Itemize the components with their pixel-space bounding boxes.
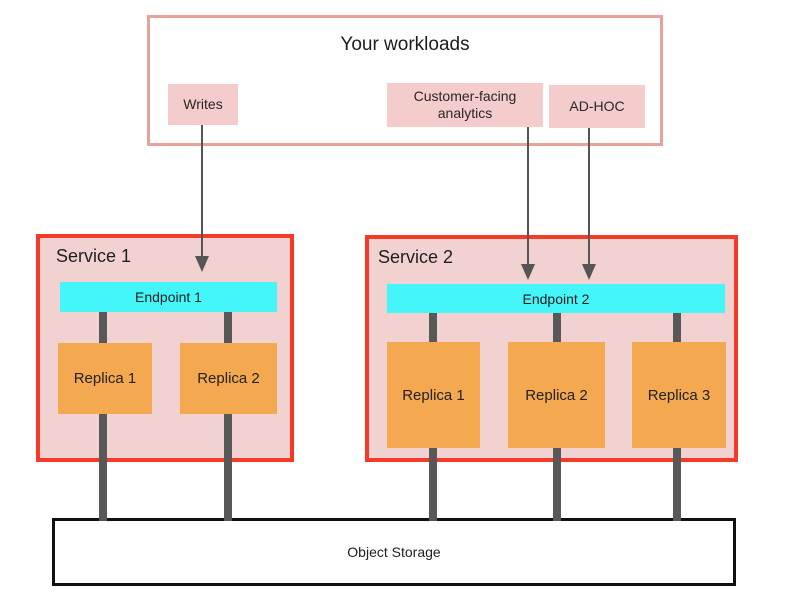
arrow-analytics-line: [527, 127, 529, 264]
connector: [429, 448, 437, 521]
workload-ad-hoc: AD-HOC: [549, 85, 645, 128]
connector: [99, 414, 107, 521]
arrow-adhoc-line: [588, 128, 590, 264]
endpoint-2-label: Endpoint 2: [522, 290, 590, 307]
endpoint-2-bar: Endpoint 2: [387, 284, 725, 313]
workload-writes-label: Writes: [183, 96, 223, 112]
service-2-replica-2: Replica 2: [508, 342, 605, 448]
down-arrow-icon: [582, 264, 596, 280]
service-2-label: Service 2: [378, 247, 454, 267]
replica-label: Replica 2: [197, 370, 260, 387]
connector: [553, 313, 561, 342]
service-2-replica-1: Replica 1: [387, 342, 480, 448]
endpoint-1-bar: Endpoint 1: [60, 282, 277, 312]
service-2-replica-3: Replica 3: [632, 342, 726, 448]
replica-label: Replica 2: [525, 386, 588, 404]
connector: [553, 448, 561, 521]
replica-label: Replica 1: [73, 370, 137, 387]
workload-writes: Writes: [168, 84, 238, 125]
workload-customer-facing-analytics-label: Customer-facing analytics: [413, 88, 517, 121]
workload-ad-hoc-label: AD-HOC: [569, 98, 625, 114]
workloads-title: Your workloads: [340, 34, 470, 55]
arrow-writes-line: [201, 125, 203, 256]
service-2-box: Service 2 Endpoint 2 Replica 1 Replica 2…: [365, 235, 738, 462]
service-1-replica-2: Replica 2: [180, 343, 277, 414]
connector: [429, 313, 437, 342]
service-1-box: Service 1 Endpoint 1 Replica 1 Replica 2: [36, 234, 294, 462]
object-storage-box: Object Storage: [52, 518, 736, 586]
connector: [673, 313, 681, 342]
connector: [224, 414, 232, 521]
connector: [99, 312, 107, 343]
down-arrow-icon: [521, 264, 535, 280]
endpoint-1-label: Endpoint 1: [135, 289, 202, 305]
connector: [673, 448, 681, 521]
service-1-replica-1: Replica 1: [58, 343, 152, 414]
your-workloads-box: Your workloads Writes Customer-facing an…: [147, 15, 663, 146]
replica-label: Replica 1: [402, 386, 465, 404]
object-storage-label: Object Storage: [347, 544, 441, 560]
down-arrow-icon: [195, 256, 209, 272]
replica-label: Replica 3: [647, 386, 711, 404]
connector: [224, 312, 232, 343]
service-1-label: Service 1: [56, 246, 132, 266]
workload-customer-facing-analytics: Customer-facing analytics: [387, 83, 543, 127]
